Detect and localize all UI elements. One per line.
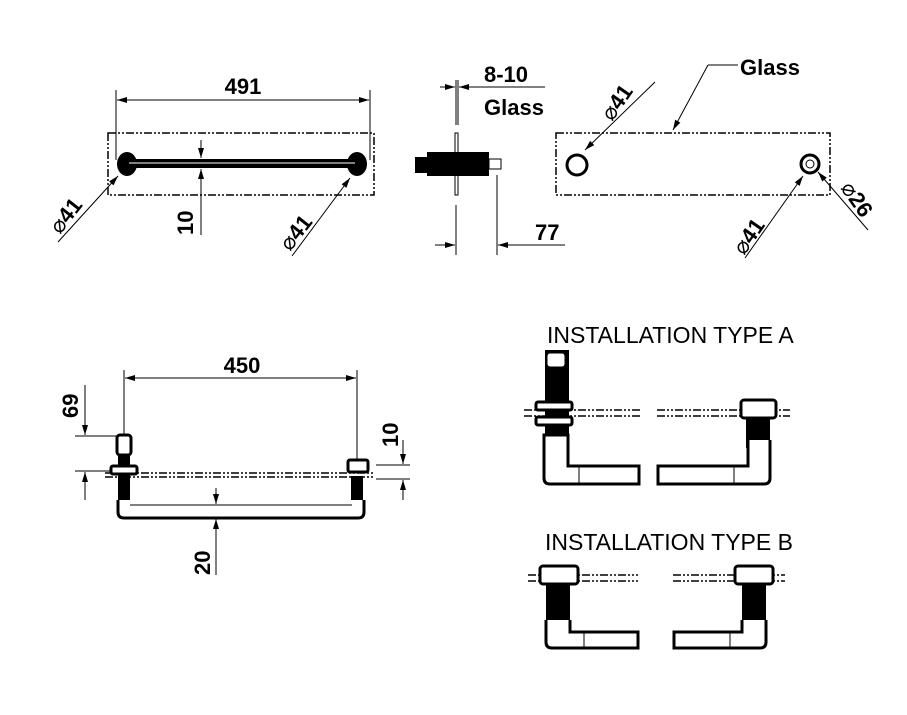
bottom-front-view: 450 69 10 20 [58,353,410,575]
svg-text:⌀41: ⌀41 [728,214,770,259]
installation-type-b: INSTALLATION TYPE B [528,529,793,650]
dimension-8-10: 8-10 [484,62,528,87]
installation-type-b-title: INSTALLATION TYPE B [545,529,793,555]
dimension-69: 69 [58,394,83,418]
hole-right [799,153,821,175]
glass-outline [107,132,375,196]
dimension-20: 20 [190,551,215,575]
glass-outline [555,132,831,196]
dimension-450: 450 [224,353,261,378]
svg-text:⌀41: ⌀41 [596,80,638,125]
installation-type-a-title: INSTALLATION TYPE A [547,322,794,348]
svg-text:⌀26: ⌀26 [836,177,878,222]
dimension-10-glass: 10 [378,423,403,447]
dimension-10: 10 [173,211,198,235]
dimension-491: 491 [225,74,262,99]
svg-text:⌀41: ⌀41 [274,210,317,255]
glass-label-side: Glass [484,95,544,120]
hole-left [565,153,589,177]
glass-label: Glass [740,55,800,80]
installation-type-a: INSTALLATION TYPE A [524,322,794,486]
top-front-view: 491 10 ⌀41 ⌀41 [44,74,375,257]
top-side-view: 8-10 Glass 77 [415,62,565,255]
top-glass-view: Glass ⌀41 ⌀41 ⌀26 [555,55,878,259]
dimension-77: 77 [535,220,559,245]
fixing-bolt [427,152,489,176]
svg-text:⌀41: ⌀41 [44,193,87,238]
